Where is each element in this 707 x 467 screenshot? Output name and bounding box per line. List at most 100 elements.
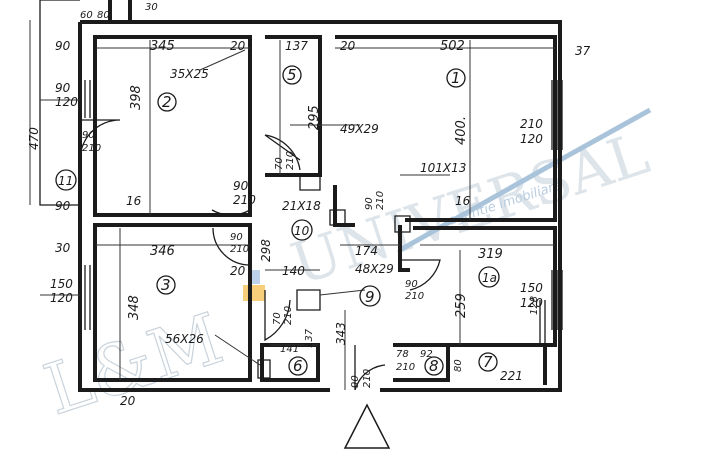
dim-label: 30 [145,2,158,13]
window-room-1a [551,270,563,330]
dim-label: 137 [285,39,308,53]
shaft-101x13 [394,215,411,233]
dim-label: 30 [55,241,71,255]
room-11-label: 11 [58,174,73,188]
dim-label: 120 [520,296,543,310]
outer-wall-bottom [258,260,562,392]
room-3-label: 3 [161,276,171,294]
window-room-1 [551,80,563,150]
dim-label: 20 [120,394,136,408]
dim-label: 346 [150,244,175,259]
dim-label: 174 [355,244,378,258]
dim-label: 90 [350,375,361,388]
dim-label: 48X29 [355,262,394,276]
dim-label: 80 [453,359,464,372]
dim-label: 210 [230,244,249,255]
dim-label: 49X29 [340,122,379,136]
dimension-strokes [29,20,555,390]
dim-label: 20 [340,39,356,53]
hall-divider [398,225,410,272]
top-stub-walls [108,0,132,22]
room-6-label: 6 [293,357,303,375]
room-5-circle [282,65,302,85]
dim-label: 210 [520,117,543,131]
dim-label: 210 [405,291,424,302]
room-9-circle [359,285,381,307]
dim-label: 150 [520,281,543,295]
dim-label: 20 [230,39,246,53]
dim-label: 345 [150,39,175,54]
dim-label: 120 [50,291,73,305]
dim-label: 90 [233,179,249,193]
door-entry [354,345,386,391]
dim-label: 80 [97,10,110,21]
shaft-56x26 [257,359,271,379]
dim-label: 90 [55,81,71,95]
dim-label: 90 [55,199,71,213]
dim-label: 210 [233,193,256,207]
dim-label: 210 [283,306,294,325]
interior-walls [93,35,557,385]
dim-label: 502 [440,39,465,54]
room-10-circle [291,219,313,241]
room-6-circle [288,356,308,376]
outer-walls [39,0,562,392]
room-2-circle [157,92,177,112]
door-room-3 [212,227,251,266]
dim-label: 70 [274,157,285,170]
room-1-label: 1 [451,69,461,87]
dimension-lines [29,20,555,390]
dim-label: 90 [405,279,418,290]
entry-arrow-icon [343,403,391,449]
balcony-outline [39,0,80,206]
dim-label: 90 [364,197,375,210]
dim-label: 343 [334,322,348,345]
dim-label: 90 [82,130,95,141]
room-5-label: 5 [287,66,297,84]
room-8-label: 8 [429,357,439,375]
dim-label: 78 [396,349,409,360]
shaft-49x29 [299,174,321,191]
dim-label: 210 [396,362,415,373]
room-2-walls [93,35,252,217]
door-balcony [79,119,121,161]
dim-label: 120 [55,95,78,109]
dim-label: 295 [307,105,322,130]
watermark-orange-mark [243,285,265,301]
dim-label: 16 [455,194,471,208]
dim-label: 348 [127,295,142,320]
watermark: L&M UNIVERSAL agentie imobiliara [34,107,657,432]
dim-label: 210 [82,143,101,154]
dim-label: 70 [272,312,283,325]
dim-label: 319 [478,247,503,262]
door-room-2 [211,172,251,216]
dim-label: 221 [500,369,523,383]
room-numbers: 2 1 5 11 10 3 1a 9 6 8 7 [55,65,500,376]
dimension-labels: 60 80 30 90 345 20 137 20 502 37 90 120 … [27,2,591,408]
room-1-circle [446,68,466,88]
room-7-circle [478,352,498,372]
shaft-21x18 [329,209,346,226]
dim-label: 400. [454,116,469,145]
dim-label: 128 [529,296,540,315]
room-3-circle [156,275,176,295]
dim-label: 398 [129,85,144,110]
room-5-walls [265,35,322,177]
dim-label: 56X26 [165,332,204,346]
room-10-label: 10 [294,224,310,238]
dim-label: 37 [575,44,591,58]
dim-label: 470 [27,127,41,150]
radiator-room-1a [539,300,546,345]
dim-label: 92 [420,349,433,360]
room-1a-label: 1a [482,271,497,285]
outer-wall-main [78,20,562,392]
room-1-walls [335,35,557,222]
shaft-48x29 [296,289,321,311]
room-2-label: 2 [162,93,172,111]
window-room-3 [84,265,96,330]
dim-label: 101X13 [420,161,466,175]
window-room-2 [84,80,96,118]
dim-label: 16 [126,194,142,208]
dim-label: 120 [520,132,543,146]
